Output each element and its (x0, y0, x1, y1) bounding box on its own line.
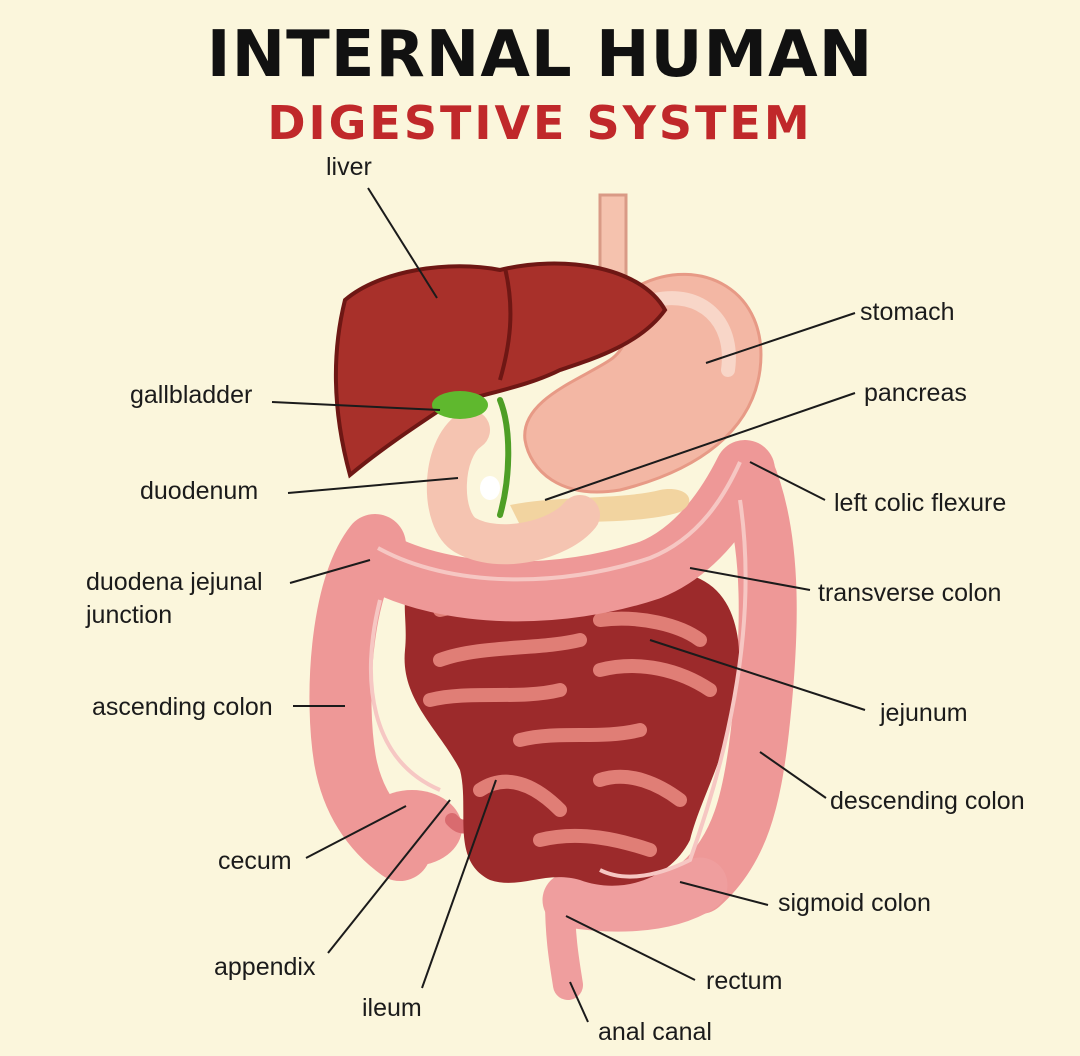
stomach-shape (523, 272, 763, 494)
diagram-title: INTERNAL HUMAN (206, 18, 874, 92)
duodenum-hole (480, 476, 500, 500)
colon-sigmoid (542, 857, 728, 932)
label-jejunum: jejunum (880, 699, 968, 727)
label-rectum: rectum (706, 967, 783, 995)
label-pancreas: pancreas (864, 379, 967, 407)
leader-appendix (327, 799, 451, 954)
label-liver: liver (326, 153, 372, 181)
label-duodenum: duodenum (140, 477, 259, 505)
label-cecum: cecum (218, 847, 292, 875)
leader-pancreas (544, 392, 856, 501)
leader-stomach (705, 312, 856, 364)
label-gallbladder: gallbladder (130, 381, 253, 409)
label-appendix: appendix (214, 953, 316, 981)
leader-transverse-colon (689, 567, 811, 591)
label-ascending-colon: ascending colon (92, 693, 273, 721)
label-sigmoid-colon: sigmoid colon (778, 889, 931, 917)
label-left-colic-flexure: left colic flexure (834, 489, 1007, 517)
rectum-shape (545, 885, 583, 1000)
leader-duodena-jejunal (289, 559, 371, 584)
label-descending-colon: descending colon (830, 787, 1025, 815)
leader-descending-colon (759, 751, 827, 799)
leader-jejunum (649, 639, 866, 711)
leader-ileum (421, 779, 497, 989)
colon-transverse (345, 440, 775, 622)
leader-cecum (305, 805, 407, 859)
label-anal-canal: anal canal (598, 1018, 712, 1046)
small-intestine-loops (423, 593, 717, 857)
duodenum-shape (426, 410, 600, 565)
leader-gallbladder (271, 401, 441, 411)
leader-sigmoid-colon (679, 881, 769, 906)
leader-duodenum (287, 477, 459, 494)
liver-lobe-line (498, 267, 513, 381)
label-ileum: ileum (362, 994, 422, 1022)
leader-left-colic-flexure (749, 461, 826, 501)
colon-side-lines (368, 499, 748, 879)
leader-anal-canal (569, 981, 589, 1023)
label-transverse-colon: transverse colon (818, 579, 1002, 607)
colon-descending (671, 441, 797, 914)
colon-transverse-line (377, 461, 742, 582)
leader-rectum (565, 915, 696, 981)
label-duodena-jejunal-line2: junction (86, 601, 173, 629)
label-stomach: stomach (860, 298, 955, 326)
stomach-inner (648, 291, 736, 377)
label-duodena-jejunal-line1: duodena jejunal (86, 568, 263, 596)
liver-shape (333, 261, 668, 479)
leader-lines (271, 187, 866, 1023)
diagram-subtitle: DIGESTIVE SYSTEM (267, 96, 813, 150)
cecum-shape (362, 790, 462, 866)
gallbladder-shape (432, 391, 488, 419)
leader-liver (367, 187, 438, 299)
bile-duct (497, 397, 512, 518)
